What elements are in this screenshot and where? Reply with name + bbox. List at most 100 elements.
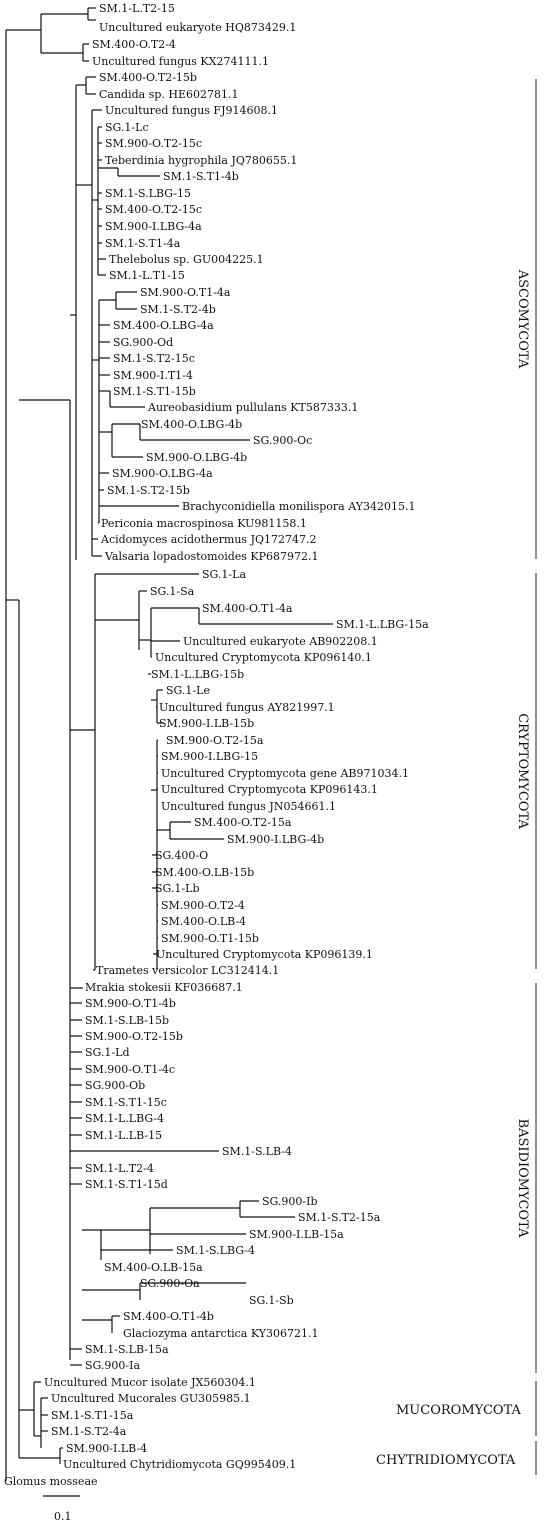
leaf-label: Uncultured Mucor isolate JX560304.1	[44, 1376, 256, 1389]
leaf-label: SM.1-L.LBG-15b	[151, 668, 244, 681]
leaf-label: SM.1-L.T1-15	[109, 269, 185, 282]
leaf-label: SM.400-O.T2-15c	[105, 203, 202, 216]
leaf-label: SM.400-O.T1-4b	[123, 1310, 214, 1323]
tree-branches	[5, 7, 333, 1481]
leaf-label: SM.400-O.LBG-4b	[141, 418, 242, 431]
leaf-label: SM.400-O.T2-15b	[99, 71, 197, 84]
leaf-label: SM.1-S.T1-15c	[85, 1096, 167, 1109]
leaf-label: SM.1-S.LBG-4	[176, 1244, 255, 1257]
leaf-label: SM.900-I.T1-4	[113, 369, 193, 382]
leaf-label: SM.400-O.LB-15b	[155, 866, 254, 879]
leaf-label: SM.900-O.T1-4b	[85, 997, 176, 1010]
leaf-label: SM.400-O.T1-4a	[202, 602, 293, 615]
clade-label: CRYPTOMYCOTA	[515, 713, 530, 829]
leaf-label: SM.900-O.T1-15b	[161, 932, 259, 945]
leaf-label: Uncultured Cryptomycota KP096143.1	[161, 783, 378, 796]
leaf-label: SM.900-O.T2-15c	[105, 137, 202, 150]
leaf-label: SM.1-S.LB-15a	[85, 1343, 169, 1356]
leaf-label: Uncultured fungus FJ914608.1	[105, 104, 278, 117]
clade-label: ASCOMYCOTA	[515, 269, 530, 369]
leaf-label: SM.900-O.T2-15b	[85, 1030, 183, 1043]
leaf-label: SM.900-O.T2-4	[161, 899, 245, 912]
leaf-label: SG.1-Lc	[105, 121, 149, 134]
leaf-label: SM.400-O.T2-15a	[194, 816, 292, 829]
leaf-label: Periconia macrospinosa KU981158.1	[101, 517, 307, 530]
leaf-label: Uncultured Cryptomycota KP096139.1	[156, 948, 373, 961]
leaf-label: SG.1-Le	[166, 684, 210, 697]
leaf-label: SM.400-O.LB-15a	[104, 1261, 203, 1274]
leaf-label: SG.400-O	[155, 849, 208, 862]
leaf-label: Glomus mosseae	[4, 1475, 98, 1488]
scale-bar-label: 0.1	[54, 1510, 72, 1523]
leaf-label: SM.900-I.LB-15b	[159, 717, 254, 730]
leaf-label: Uncultured Cryptomycota KP096140.1	[155, 651, 372, 664]
leaf-label: SM.900-O.LBG-4a	[112, 467, 213, 480]
leaf-label: SG.900-Ob	[85, 1079, 145, 1092]
leaf-label: SG.1-Sa	[150, 585, 195, 598]
leaf-label: Mrakia stokesii KF036687.1	[85, 981, 243, 994]
leaf-label: SM.1-S.T1-15a	[51, 1409, 134, 1422]
leaf-label: Uncultured fungus KX274111.1	[92, 55, 269, 68]
leaf-label: Uncultured eukaryote AB902208.1	[183, 635, 378, 648]
scale-bar: 0.1	[43, 1495, 80, 1523]
leaf-label: SG.900-Od	[113, 336, 173, 349]
leaf-label: Aureobasidium pullulans KT587333.1	[147, 401, 358, 414]
leaf-label: SM.900-I.LBG-15	[161, 750, 258, 763]
leaf-label: SM.1-S.T2-15b	[107, 484, 190, 497]
leaf-label: SM.900-I.LBG-4b	[227, 833, 324, 846]
leaf-label: SM.1-L.LB-15	[85, 1129, 162, 1142]
leaf-label: Uncultured eukaryote HQ873429.1	[99, 21, 296, 34]
leaf-label: SM.1-S.T2-15c	[113, 352, 195, 365]
leaf-label: SM.1-L.LBG-4	[85, 1112, 164, 1125]
leaf-label: Teberdinia hygrophila JQ780655.1	[105, 154, 297, 167]
leaf-label: SM.1-S.T1-15d	[85, 1178, 168, 1191]
leaf-label: Uncultured fungus JN054661.1	[161, 800, 336, 813]
leaf-label: SG.900-Ib	[262, 1195, 318, 1208]
leaf-label: SG.1-Ld	[85, 1046, 130, 1059]
leaf-label: SM.900-I.LB-15a	[249, 1228, 344, 1241]
clade-label: CHYTRIDIOMYCOTA	[376, 1453, 516, 1468]
leaf-label: SG.900-Oc	[253, 434, 312, 447]
leaf-label: SM.1-S.LB-4	[222, 1145, 292, 1158]
leaf-label: Glaciozyma antarctica KY306721.1	[123, 1327, 319, 1340]
leaf-label: SG.1-Sb	[249, 1294, 294, 1307]
leaf-label: SM.900-O.T1-4a	[140, 286, 231, 299]
leaf-label: SM.1-S.T1-4a	[105, 237, 181, 250]
leaf-label: SM.1-S.LBG-15	[105, 187, 191, 200]
clade-label: MUCOROMYCOTA	[396, 1403, 522, 1418]
leaf-label: Uncultured Mucorales GU305985.1	[51, 1392, 251, 1405]
leaf-label: SM.1-S.T1-15b	[113, 385, 196, 398]
leaf-label: SM.400-O.LB-4	[161, 915, 246, 928]
leaf-label: SG.1-Lb	[155, 882, 200, 895]
leaf-label: SM.400-O.T2-4	[92, 38, 176, 51]
leaf-label: Trametes versicolor LC312414.1	[96, 964, 279, 977]
leaf-label: SG.1-La	[202, 568, 246, 581]
leaf-label: Acidomyces acidothermus JQ172747.2	[100, 533, 317, 546]
leaf-label: SM.900-I.LBG-4a	[105, 220, 202, 233]
leaf-label: SM.400-O.LBG-4a	[113, 319, 214, 332]
leaf-label: Thelebolus sp. GU004225.1	[109, 253, 264, 266]
leaf-label: SM.1-S.LB-15b	[85, 1014, 169, 1027]
leaf-label: Candida sp. HE602781.1	[99, 88, 239, 101]
clade-label: BASIDIOMYCOTA	[515, 1119, 530, 1238]
leaf-label: SM.900-O.T1-4c	[85, 1063, 175, 1076]
leaf-label: SM.900-O.LBG-4b	[146, 451, 247, 464]
leaf-label: SM.1-S.T1-4b	[163, 170, 239, 183]
leaf-label: SG.900-Ia	[85, 1359, 140, 1372]
leaf-label: Valsaria lopadostomoides KP687972.1	[104, 550, 319, 563]
leaf-label: SM.1-L.LBG-15a	[336, 618, 429, 631]
leaf-label: SM.1-L.T2-4	[85, 1162, 154, 1175]
leaf-label: SM.1-S.T2-4b	[140, 303, 216, 316]
leaf-label: SM.900-I.LB-4	[66, 1442, 147, 1455]
clade-brackets: ASCOMYCOTA CRYPTOMYCOTA BASIDIOMYCOTA MUCOR…	[376, 79, 537, 1475]
leaf-label: Brachyconidiella monilispora AY342015.1	[182, 500, 415, 513]
leaf-label: Uncultured fungus AY821997.1	[159, 701, 335, 714]
leaf-label: Uncultured Cryptomycota gene AB971034.1	[161, 767, 409, 780]
leaf-label: SM.900-O.T2-15a	[166, 734, 264, 747]
leaf-label: Uncultured Chytridiomycota GQ995409.1	[63, 1458, 296, 1471]
leaf-label: SM.1-S.T2-4a	[51, 1425, 127, 1438]
leaf-label: SM.1-L.T2-15	[99, 2, 175, 15]
leaf-label: SM.1-S.T2-15a	[298, 1211, 381, 1224]
